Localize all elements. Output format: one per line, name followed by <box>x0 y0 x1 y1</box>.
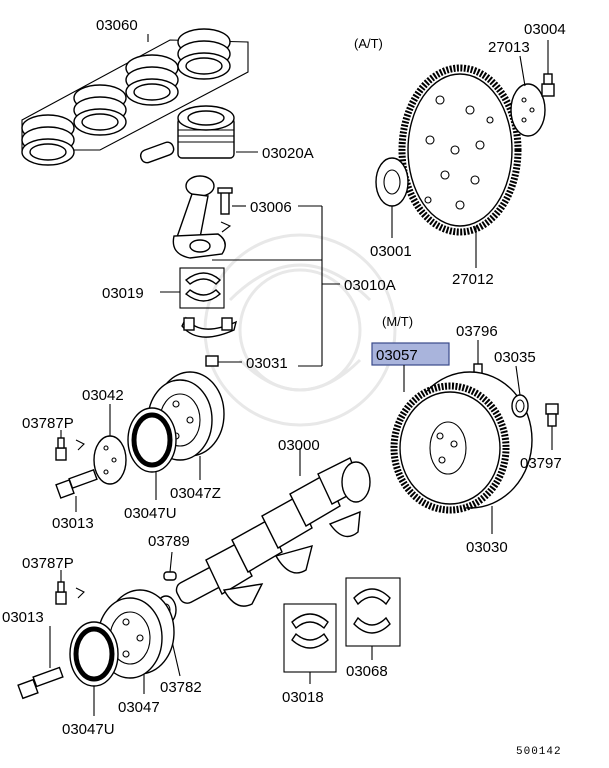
ring-gear-03057[interactable]: 03057 <box>371 342 450 392</box>
piston-ring-set-3[interactable] <box>125 54 179 106</box>
rod-bearing-03019[interactable]: 03019 <box>102 267 225 309</box>
label-03047: 03047 <box>118 699 160 716</box>
label-03047u-upper: 03047U <box>124 505 177 522</box>
label-03001: 03001 <box>370 243 412 260</box>
diagram-reference-code: 500142 <box>516 746 562 758</box>
zigzag-upper <box>75 439 85 451</box>
plate-03042[interactable]: 03042 <box>82 387 127 485</box>
label-03042: 03042 <box>82 387 124 404</box>
label-03000: 03000 <box>278 437 320 454</box>
label-03787p-lower: 03787P <box>22 555 74 572</box>
adapter-plate-27013[interactable]: 27013 <box>488 39 546 137</box>
rod-nut[interactable]: 03031 <box>205 355 322 372</box>
connecting-rod-bolt[interactable]: 03006 <box>217 187 292 216</box>
drive-plate-27012[interactable]: 27012 <box>398 64 522 288</box>
label-03020a: 03020A <box>262 145 314 162</box>
flywheel-bolt-03797[interactable]: 03797 <box>520 403 562 472</box>
main-bearing-03018[interactable]: 03018 <box>282 603 337 706</box>
label-03797: 03797 <box>520 455 562 472</box>
bolt-03013-upper[interactable]: 03013 <box>52 468 98 532</box>
piston-pin[interactable] <box>139 141 175 165</box>
pulley-ring-03047u-lower[interactable]: 03047U <box>62 621 119 738</box>
woodruff-key-03789[interactable]: 03789 <box>148 533 190 581</box>
label-03782: 03782 <box>160 679 202 696</box>
label-03035: 03035 <box>494 349 536 366</box>
label-03068: 03068 <box>346 663 388 680</box>
label-03047z: 03047Z <box>170 485 221 502</box>
bracket-03010a: 03010A <box>212 205 396 366</box>
label-27012: 27012 <box>452 271 494 288</box>
pin-03796[interactable]: 03796 <box>456 323 498 375</box>
piston-rings-group: 03060 <box>21 17 249 166</box>
label-03030: 03030 <box>466 539 508 556</box>
label-03004: 03004 <box>524 21 566 38</box>
zigzag-lower <box>75 587 85 599</box>
flywheel-03030[interactable]: 03030 <box>390 371 533 556</box>
thrust-bearing-03068[interactable]: 03068 <box>345 577 401 680</box>
section-label-manual: (M/T) <box>382 314 413 329</box>
label-03013-upper: 03013 <box>52 515 94 532</box>
flexplate-bolt-03004[interactable]: 03004 <box>524 21 566 97</box>
connecting-rod[interactable] <box>172 175 226 259</box>
section-label-automatic: (A/T) <box>354 36 383 51</box>
label-03031: 03031 <box>246 355 288 372</box>
label-03057: 03057 <box>376 347 418 364</box>
piston-assembly[interactable]: 03020A <box>139 105 314 165</box>
rod-zigzag <box>220 221 232 233</box>
connecting-rod-cap[interactable] <box>181 316 238 338</box>
label-03018: 03018 <box>282 689 324 706</box>
bolt-03013-lower[interactable]: 03013 <box>2 609 64 700</box>
piston-ring-set-1[interactable] <box>21 114 75 166</box>
bolt-03787p-upper[interactable]: 03787P <box>22 415 74 461</box>
bolt-03787p-lower[interactable]: 03787P <box>22 555 74 605</box>
label-03789: 03789 <box>148 533 190 550</box>
label-03019: 03019 <box>102 285 144 302</box>
piston-ring-set-4[interactable] <box>177 28 231 80</box>
label-03010a: 03010A <box>344 277 396 294</box>
spacer-03001[interactable]: 03001 <box>370 157 412 260</box>
label-03047u-lower: 03047U <box>62 721 115 738</box>
label-03787p-upper: 03787P <box>22 415 74 432</box>
label-03013-lower: 03013 <box>2 609 44 626</box>
label-03060: 03060 <box>96 17 138 34</box>
pulley-ring-03047u-upper[interactable]: 03047U <box>124 407 177 522</box>
label-03796: 03796 <box>456 323 498 340</box>
crankshaft-03000[interactable]: 03000 <box>174 437 371 607</box>
bearing-03035[interactable]: 03035 <box>494 349 536 418</box>
label-27013: 27013 <box>488 39 530 56</box>
piston-ring-set-2[interactable] <box>73 84 127 136</box>
label-03006: 03006 <box>250 199 292 216</box>
